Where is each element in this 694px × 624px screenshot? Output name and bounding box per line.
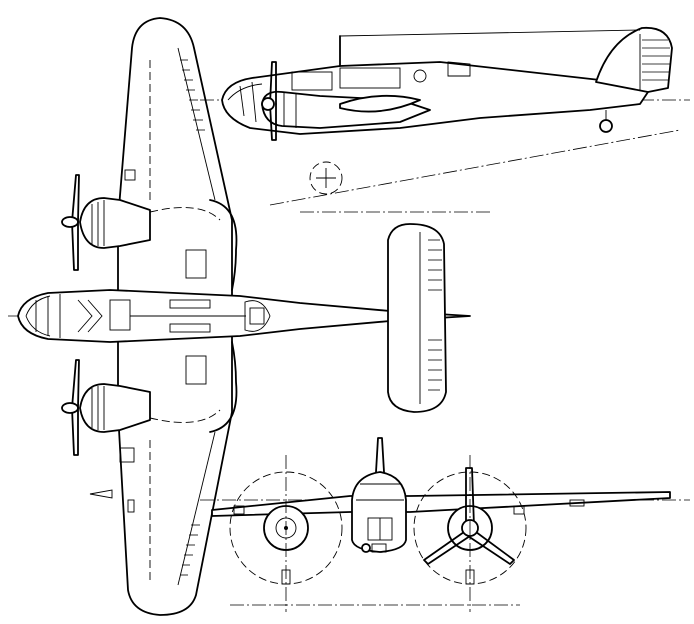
engine-nacelle-upper xyxy=(61,174,221,271)
elevator-hatching xyxy=(428,239,442,391)
front-view xyxy=(200,437,690,612)
fin-rudder-side xyxy=(595,26,673,93)
engine-nacelle-lower xyxy=(61,359,221,456)
top-view xyxy=(8,17,471,616)
aileron-hatching-bottom xyxy=(180,524,200,576)
aileron-hatching-top xyxy=(180,59,205,131)
side-view xyxy=(200,26,690,206)
horizontal-tail-plan xyxy=(387,223,447,413)
rudder-hatching xyxy=(642,39,670,81)
